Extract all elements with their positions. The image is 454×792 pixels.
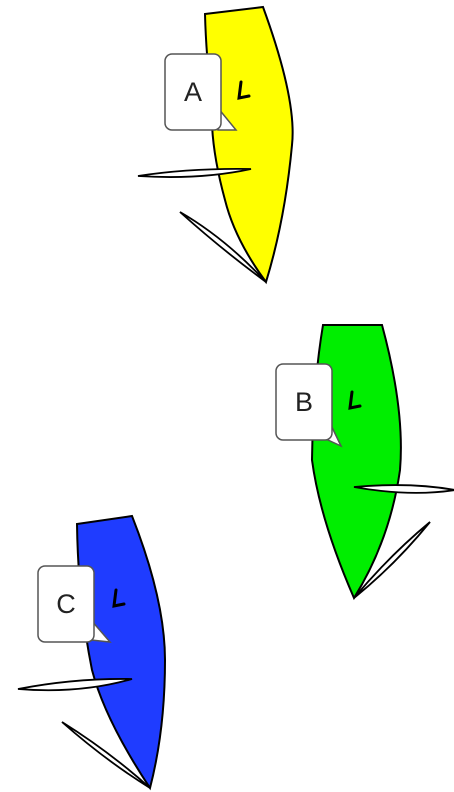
boat-label: B <box>295 387 313 417</box>
boat-b: B <box>275 324 454 601</box>
callout-box <box>37 565 95 643</box>
label-callout-c: C <box>37 565 112 643</box>
boat-c-boom <box>17 678 133 692</box>
boat-b-sail <box>353 521 431 599</box>
callout-box <box>164 53 222 131</box>
tiller-icon <box>348 390 362 410</box>
boat-a-boom <box>137 167 252 178</box>
label-callout-a: A <box>164 53 238 131</box>
boat-label: A <box>184 77 202 107</box>
boat-b-boom <box>353 484 454 494</box>
boat-c: C <box>17 514 167 791</box>
tiller-icon <box>112 588 126 608</box>
label-callout-b: B <box>275 363 343 448</box>
boat-a: A <box>137 5 294 285</box>
callout-box <box>275 363 333 441</box>
boat-a-sail <box>179 211 267 283</box>
boat-label: C <box>56 589 76 619</box>
boat-c-sail <box>61 721 151 789</box>
boat-c-hull <box>75 514 167 791</box>
tiller-icon <box>237 80 251 100</box>
